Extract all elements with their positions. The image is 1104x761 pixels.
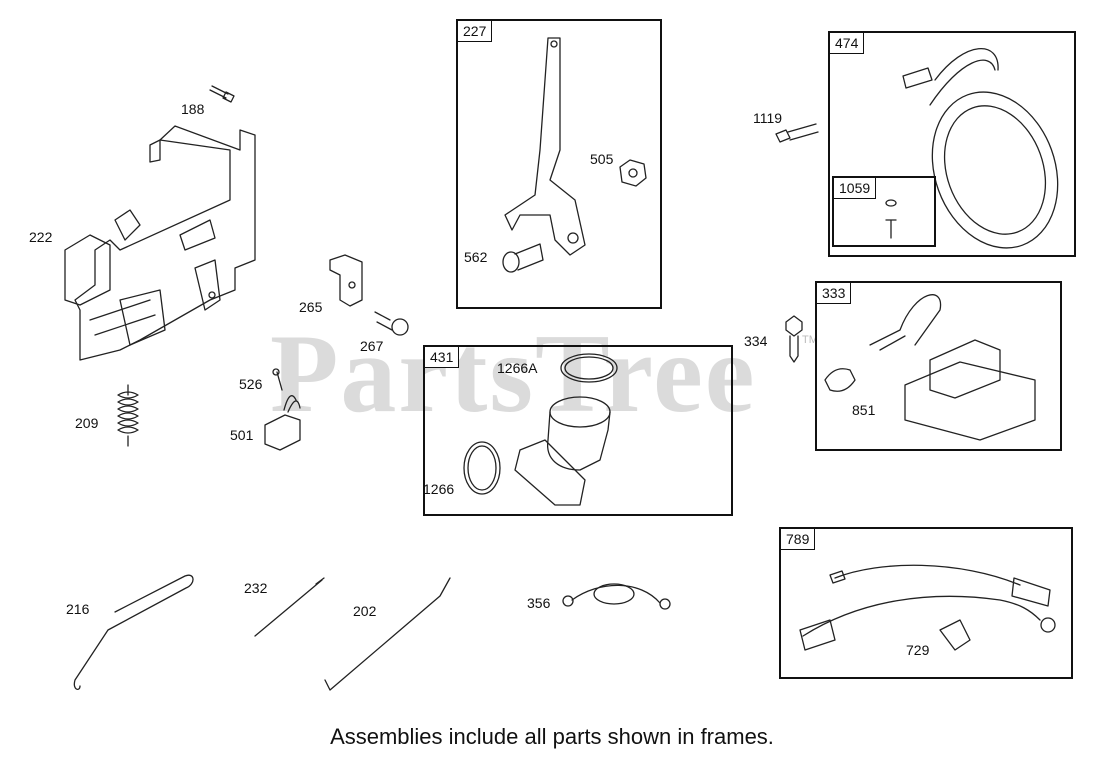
part-label-526: 526 — [239, 376, 263, 392]
frame-474: 474 — [828, 31, 1076, 257]
part-209-spring-drawing — [117, 384, 139, 447]
frame-1059: 1059 — [832, 176, 936, 247]
watermark: PartsTree — [270, 312, 757, 436]
part-label-222: 222 — [29, 229, 53, 245]
part-label-209: 209 — [75, 415, 99, 431]
part-356-wire-drawing — [562, 583, 671, 610]
diagram-caption: Assemblies include all parts shown in fr… — [330, 724, 774, 749]
part-188-bolt-drawing — [209, 85, 235, 103]
frame-431-tag: 431 — [424, 346, 460, 368]
part-216-rod-drawing — [73, 574, 194, 690]
part-526-screw-drawing — [272, 368, 283, 391]
frame-227-tag: 227 — [457, 20, 493, 42]
part-label-851: 851 — [852, 402, 876, 418]
frame-333-tag: 333 — [816, 282, 852, 304]
frame-333: 333 — [815, 281, 1062, 451]
part-label-216: 216 — [66, 601, 90, 617]
part-label-265: 265 — [299, 299, 323, 315]
part-562-screw-drawing — [502, 243, 544, 273]
part-label-202: 202 — [353, 603, 377, 619]
part-label-232: 232 — [244, 580, 268, 596]
part-label-729: 729 — [906, 642, 930, 658]
part-label-334: 334 — [744, 333, 768, 349]
part-267-screw-drawing — [374, 311, 409, 336]
frame-789: 789 — [779, 527, 1073, 679]
part-label-505: 505 — [590, 151, 614, 167]
part-227-lever-drawing — [504, 37, 586, 256]
frame-227: 227 — [456, 19, 662, 309]
frame-1059-tag: 1059 — [833, 177, 877, 199]
part-label-356: 356 — [527, 595, 551, 611]
part-789-harness-drawing — [799, 564, 1056, 651]
frame-474-tag: 474 — [829, 32, 865, 54]
part-505-nut-drawing — [619, 159, 647, 187]
part-label-501: 501 — [230, 427, 254, 443]
part-label-267: 267 — [360, 338, 384, 354]
part-222-bracket-drawing — [64, 125, 256, 361]
part-202-rod-drawing — [324, 577, 451, 691]
part-334-bolt-drawing — [785, 315, 803, 363]
part-431-intake-drawing — [463, 353, 618, 506]
frame-789-tag: 789 — [780, 528, 816, 550]
part-265-clip-drawing — [329, 254, 363, 307]
part-232-wire-drawing — [254, 577, 325, 637]
part-1119-bolt-drawing — [775, 123, 819, 143]
part-333-coil-drawing — [824, 294, 1036, 441]
part-label-1266A: 1266A — [497, 360, 538, 376]
watermark-trademark: TM — [802, 334, 818, 346]
part-label-188: 188 — [181, 101, 205, 117]
frame-431: 431 — [423, 345, 733, 516]
part-501-connector-drawing — [264, 395, 301, 451]
part-label-562: 562 — [464, 249, 488, 265]
part-label-1119: 1119 — [753, 110, 783, 126]
part-label-1266: 1266 — [423, 481, 455, 497]
part-474-stator-drawing — [902, 47, 1059, 249]
part-1059-screws-drawing — [885, 199, 897, 239]
